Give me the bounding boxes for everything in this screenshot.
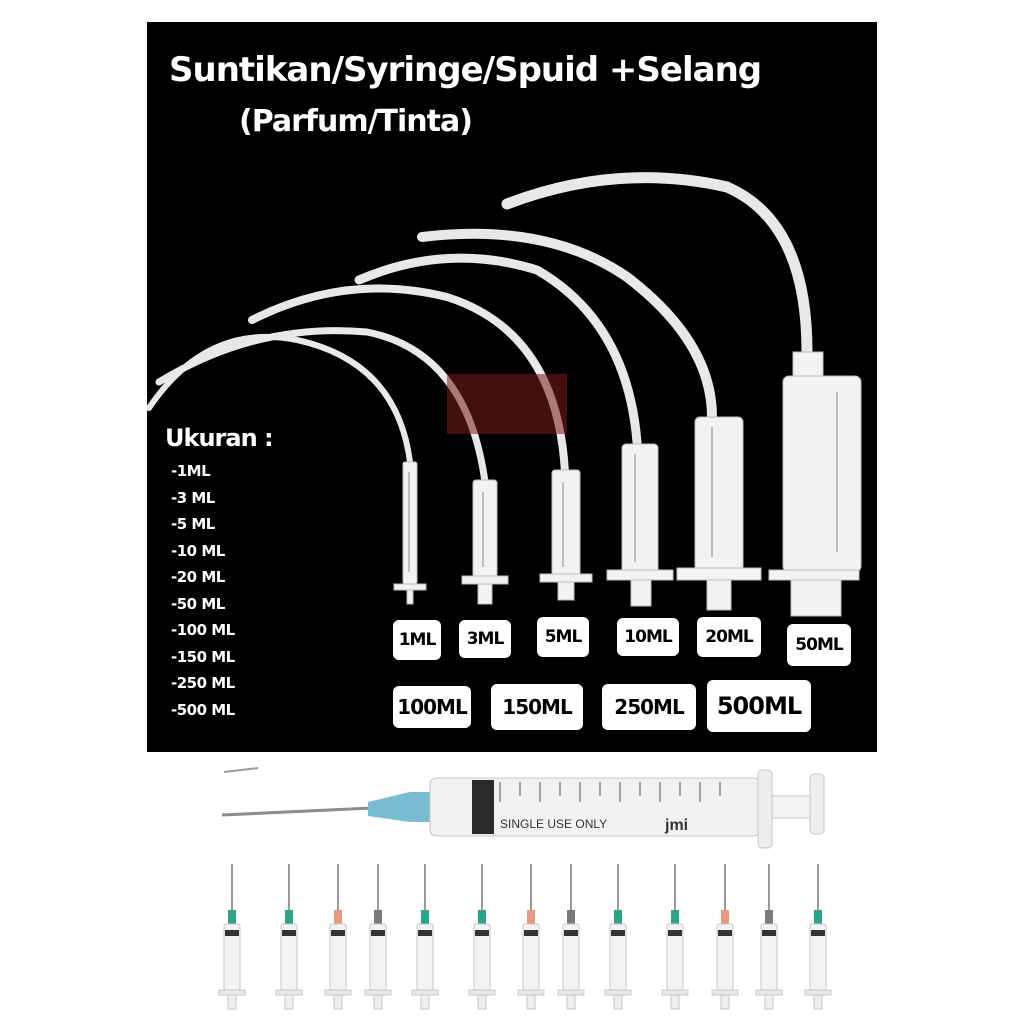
size-item: -250 ML <box>171 674 235 692</box>
size-item: -20 ML <box>171 568 225 586</box>
large-syringe-flange <box>757 769 773 849</box>
plunger-stopper <box>472 780 494 834</box>
tube-20ml <box>417 228 717 422</box>
small-syringes-row <box>218 864 832 1010</box>
large-syringe-plunger <box>771 795 813 819</box>
badge-5ml: 5ML <box>537 617 589 657</box>
badge-10ml: 10ML <box>617 618 679 656</box>
size-item: -500 ML <box>171 700 235 719</box>
small-syringe <box>324 864 352 1010</box>
size-item: -150 ML <box>171 647 235 666</box>
needle-syringes-illustration: SINGLE USE ONLY jmi <box>218 767 832 1010</box>
plunger-5ml <box>557 581 575 601</box>
syringe-20ml <box>694 416 744 573</box>
size-item: -100 ML <box>171 621 235 639</box>
tube-50ml <box>501 172 813 358</box>
syringe-10ml <box>621 443 659 575</box>
title-line-2: (Parfum/Tinta) <box>239 104 473 139</box>
small-syringe <box>275 864 303 1010</box>
size-item: -3 ML <box>171 488 215 507</box>
badge-20ml: 20ML <box>697 617 761 657</box>
title-line-1: Suntikan/Syringe/Spuid +Selang <box>169 50 762 90</box>
small-syringe <box>364 864 392 1010</box>
small-syringe <box>517 864 545 1010</box>
small-syringe <box>661 864 689 1010</box>
plunger-thumb-rest <box>809 773 825 835</box>
flange-20ml <box>676 567 762 581</box>
small-syringe <box>557 864 585 1010</box>
syringe-3ml <box>472 479 498 581</box>
plunger-10ml <box>630 579 652 607</box>
needle <box>221 806 373 817</box>
plunger-3ml <box>477 583 493 605</box>
plunger-50ml <box>790 579 842 617</box>
small-syringe <box>804 864 832 1010</box>
syringe-brand: jmi <box>664 817 688 834</box>
syringe-50ml <box>782 375 862 573</box>
flange-1ml <box>393 583 427 591</box>
red-reflection <box>447 374 567 434</box>
small-syringe <box>711 864 739 1010</box>
syringe-1ml <box>402 461 418 585</box>
flange-5ml <box>539 573 593 583</box>
syringes-with-tubes-illustration <box>147 172 862 617</box>
small-syringe <box>468 864 496 1010</box>
small-syringe <box>755 864 783 1010</box>
badge-150ml: 150ML <box>491 684 583 730</box>
badge-50ml: 50ML <box>787 624 851 666</box>
flange-3ml <box>461 575 509 585</box>
sizes-list: -1ML -3 ML -5 ML -10 ML -20 ML -50 ML -1… <box>171 462 235 727</box>
plunger-20ml <box>706 579 732 611</box>
small-syringe <box>218 864 246 1010</box>
size-item: -50 ML <box>171 594 225 613</box>
product-panel: Suntikan/Syringe/Spuid +Selang (Parfum/T… <box>147 22 877 752</box>
small-syringe <box>604 864 632 1010</box>
syringe-label: SINGLE USE ONLY <box>500 817 607 831</box>
sizes-heading: Ukuran : <box>165 424 274 452</box>
tube-10ml <box>354 253 642 447</box>
needle-hub <box>368 792 430 822</box>
flange-10ml <box>606 569 674 581</box>
needle-tip-detail <box>223 767 259 773</box>
syringe-5ml <box>551 469 581 579</box>
size-item: -1ML <box>171 462 211 480</box>
badge-500ml: 500ML <box>707 680 811 732</box>
badge-250ml: 250ML <box>602 684 696 730</box>
flange-50ml <box>768 569 860 581</box>
badge-1ml: 1ML <box>393 620 441 660</box>
size-item: -5 ML <box>171 515 215 533</box>
badge-100ml: 100ML <box>393 686 471 728</box>
tip-50ml <box>792 351 824 377</box>
plunger-1ml <box>406 589 414 605</box>
badge-3ml: 3ML <box>459 620 511 658</box>
tube-3ml <box>155 327 489 486</box>
small-syringe <box>411 864 439 1010</box>
large-syringe-scale <box>499 782 721 802</box>
size-item: -10 ML <box>171 541 225 560</box>
